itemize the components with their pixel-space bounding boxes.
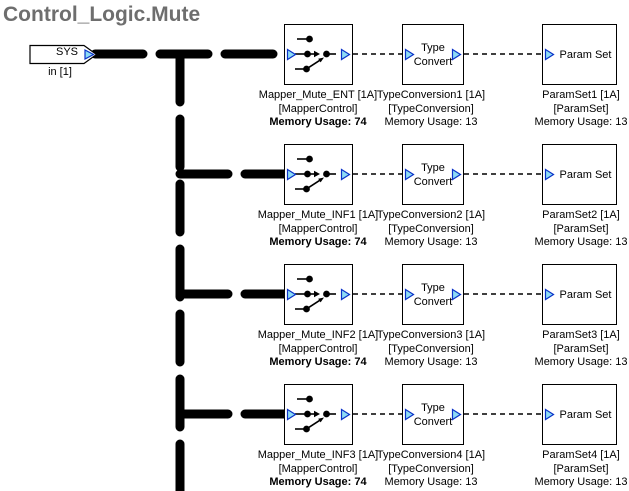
output-port-icon[interactable] xyxy=(451,408,462,421)
type-convert-text: Type Convert xyxy=(413,41,453,68)
input-port-icon[interactable] xyxy=(286,168,297,181)
type-convert-label: TypeConversion2 [1A] [TypeConversion] Me… xyxy=(376,209,486,248)
param-set-label: ParamSet1 [1A] [ParamSet] Memory Usage: … xyxy=(534,89,628,128)
mapper-icon xyxy=(295,155,336,193)
mapper-block-label: Mapper_Mute_ENT [1A] [MapperControl] Mem… xyxy=(258,89,378,128)
mapper-block-3[interactable] xyxy=(284,264,353,325)
output-port-icon[interactable] xyxy=(340,288,351,301)
param-set-text: Param Set xyxy=(559,168,612,181)
input-port-icon[interactable] xyxy=(286,408,297,421)
param-set-text: Param Set xyxy=(559,288,612,301)
mapper-block-label: Mapper_Mute_INF2 [1A] [MapperControl] Me… xyxy=(257,329,379,368)
page-title: Control_Logic.Mute xyxy=(3,3,201,26)
type-convert-text: Type Convert xyxy=(413,401,453,428)
output-port-icon[interactable] xyxy=(340,48,351,61)
input-port-icon[interactable] xyxy=(404,48,415,61)
type-convert-label: TypeConversion4 [1A] [TypeConversion] Me… xyxy=(376,449,486,488)
mapper-icon xyxy=(295,275,336,313)
type-convert-text: Type Convert xyxy=(413,281,453,308)
sys-tag-label: SYS xyxy=(55,46,78,58)
type-convert-label: TypeConversion1 [1A] [TypeConversion] Me… xyxy=(376,89,486,128)
row-1: Type Convert Param Set Mapper_Mute_ENT [… xyxy=(0,24,629,136)
param-set-block-1[interactable]: Param Set xyxy=(542,24,617,85)
input-port-icon[interactable] xyxy=(286,288,297,301)
type-convert-label: TypeConversion3 [1A] [TypeConversion] Me… xyxy=(376,329,486,368)
sys-input-tag[interactable] xyxy=(29,44,99,65)
row-3: Type Convert Param Set Mapper_Mute_INF2 … xyxy=(0,264,629,376)
input-port-icon[interactable] xyxy=(544,288,555,301)
output-port-icon[interactable] xyxy=(340,408,351,421)
input-port-icon[interactable] xyxy=(404,168,415,181)
param-set-text: Param Set xyxy=(559,408,612,421)
row-4: Type Convert Param Set Mapper_Mute_INF3 … xyxy=(0,384,629,491)
mapper-block-4[interactable] xyxy=(284,384,353,445)
row-2: Type Convert Param Set Mapper_Mute_INF1 … xyxy=(0,144,629,256)
param-set-label: ParamSet4 [1A] [ParamSet] Memory Usage: … xyxy=(534,449,628,488)
input-port-icon[interactable] xyxy=(404,408,415,421)
output-port-icon[interactable] xyxy=(340,168,351,181)
output-port-icon[interactable] xyxy=(451,48,462,61)
output-port-icon[interactable] xyxy=(451,288,462,301)
param-set-label: ParamSet3 [1A] [ParamSet] Memory Usage: … xyxy=(534,329,628,368)
type-convert-block-1[interactable]: Type Convert xyxy=(402,24,464,85)
mapper-block-label: Mapper_Mute_INF3 [1A] [MapperControl] Me… xyxy=(257,449,379,488)
type-convert-text: Type Convert xyxy=(413,161,453,188)
param-set-block-3[interactable]: Param Set xyxy=(542,264,617,325)
sys-output-port-icon[interactable] xyxy=(84,49,95,60)
param-set-block-4[interactable]: Param Set xyxy=(542,384,617,445)
param-set-label: ParamSet2 [1A] [ParamSet] Memory Usage: … xyxy=(534,209,628,248)
type-convert-block-4[interactable]: Type Convert xyxy=(402,384,464,445)
mapper-block-1[interactable] xyxy=(284,24,353,85)
input-port-icon[interactable] xyxy=(544,408,555,421)
mapper-block-2[interactable] xyxy=(284,144,353,205)
input-port-icon[interactable] xyxy=(544,168,555,181)
mapper-icon xyxy=(295,35,336,73)
param-set-text: Param Set xyxy=(559,48,612,61)
input-port-icon[interactable] xyxy=(544,48,555,61)
sys-port-label: in [1] xyxy=(48,66,72,78)
input-port-icon[interactable] xyxy=(404,288,415,301)
param-set-block-2[interactable]: Param Set xyxy=(542,144,617,205)
type-convert-block-3[interactable]: Type Convert xyxy=(402,264,464,325)
type-convert-block-2[interactable]: Type Convert xyxy=(402,144,464,205)
output-port-icon[interactable] xyxy=(451,168,462,181)
mapper-icon xyxy=(295,395,336,433)
input-port-icon[interactable] xyxy=(286,48,297,61)
mapper-block-label: Mapper_Mute_INF1 [1A] [MapperControl] Me… xyxy=(257,209,379,248)
